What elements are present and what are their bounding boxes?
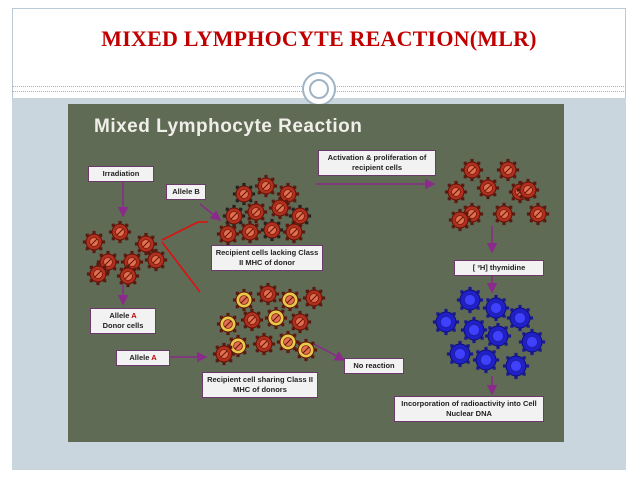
labelled-cell-icon bbox=[502, 352, 530, 380]
proliferating-cell-icon bbox=[444, 180, 468, 204]
arrow-no-reaction bbox=[313, 343, 346, 361]
labelled-cell-icon bbox=[446, 340, 474, 368]
circle-ornament-icon bbox=[302, 72, 336, 106]
donor-cell-icon bbox=[108, 220, 132, 244]
recipient-cell-icon bbox=[288, 204, 312, 228]
label-allele-a-letter: A bbox=[151, 353, 157, 362]
diagram-title: Mixed Lymphocyte Reaction bbox=[94, 116, 363, 137]
sharing-cell-icon bbox=[276, 330, 300, 354]
label-activation: Activation & proliferation of recipient … bbox=[318, 150, 436, 176]
label-recipient-sharing: Recipient cell sharing Class II MHC of d… bbox=[202, 372, 318, 398]
label-donor-allele-a: Allele A Donor cells bbox=[90, 308, 156, 334]
sharing-cell-icon bbox=[216, 312, 240, 336]
recipient-cell-icon bbox=[222, 204, 246, 228]
donor-cell-icon bbox=[134, 232, 158, 256]
label-recipient-lacking: Recipient cells lacking Class II MHC of … bbox=[211, 245, 323, 271]
labelled-cell-icon bbox=[456, 286, 484, 314]
labelled-cell-icon bbox=[482, 294, 510, 322]
donor-cell-icon bbox=[86, 262, 110, 286]
recipient-cell-icon bbox=[282, 220, 306, 244]
recipient-cell-icon bbox=[260, 218, 284, 242]
label-thymidine: [ ³H] thymidine bbox=[454, 260, 544, 276]
labelled-cell-icon bbox=[518, 328, 546, 356]
labelled-cell-icon bbox=[472, 346, 500, 374]
recipient-cell-icon bbox=[244, 200, 268, 224]
label-irradiation: Irradiation bbox=[88, 166, 154, 182]
label-donor-allele-a-letter: A bbox=[131, 311, 137, 320]
proliferating-cell-icon bbox=[492, 202, 516, 226]
diagram-graphics bbox=[82, 158, 550, 396]
proliferating-cell-icon bbox=[448, 208, 472, 232]
recipient-cell-icon bbox=[268, 196, 292, 220]
recipient-cell-icon bbox=[216, 222, 240, 246]
label-no-reaction: No reaction bbox=[344, 358, 404, 374]
sharing-cell-icon bbox=[288, 310, 312, 334]
proliferating-cell-icon bbox=[516, 178, 540, 202]
proliferating-cell-icon bbox=[476, 176, 500, 200]
mlr-diagram: Mixed Lymphocyte Reaction Irradiatio bbox=[68, 104, 564, 442]
slide-title: MIXED LYMPHOCYTE REACTION(MLR) bbox=[101, 26, 537, 51]
label-donor-cells: Donor cells bbox=[102, 321, 144, 330]
donor-cell-icon bbox=[116, 264, 140, 288]
sharing-cell-icon bbox=[302, 286, 326, 310]
sharing-cell-icon bbox=[256, 282, 280, 306]
recipient-cell-icon bbox=[254, 174, 278, 198]
red-arrow-upper bbox=[161, 221, 199, 241]
sharing-cell-icon bbox=[252, 332, 276, 356]
sharing-cell-icon bbox=[294, 338, 318, 362]
labelled-cell-icon bbox=[432, 308, 460, 336]
label-allele-b: Allele B bbox=[166, 184, 206, 200]
labelled-cell-icon bbox=[460, 316, 488, 344]
donor-cell-icon bbox=[82, 230, 106, 254]
sharing-cell-icon bbox=[278, 288, 302, 312]
sharing-cell-icon bbox=[212, 342, 236, 366]
arrow-allele-b bbox=[199, 203, 222, 221]
proliferating-cell-icon bbox=[496, 158, 520, 182]
recipient-cell-icon bbox=[276, 182, 300, 206]
sharing-cell-icon bbox=[264, 306, 288, 330]
labelled-cell-icon bbox=[484, 322, 512, 350]
labelled-cell-icon bbox=[506, 304, 534, 332]
recipient-cell-icon bbox=[238, 220, 262, 244]
label-incorporation: Incorporation of radioactivity into Cell… bbox=[394, 396, 544, 422]
sharing-cell-icon bbox=[240, 308, 264, 332]
donor-cell-icon bbox=[144, 248, 168, 272]
sharing-cell-icon bbox=[232, 288, 256, 312]
recipient-cell-icon bbox=[232, 182, 256, 206]
label-allele-a-prefix: Allele bbox=[129, 353, 152, 362]
proliferating-cell-icon bbox=[526, 202, 550, 226]
red-arrow-lower bbox=[161, 241, 201, 293]
proliferating-cell-icon bbox=[460, 158, 484, 182]
label-donor-allele-a-prefix: Allele bbox=[109, 311, 132, 320]
label-allele-a: Allele A bbox=[116, 350, 170, 366]
